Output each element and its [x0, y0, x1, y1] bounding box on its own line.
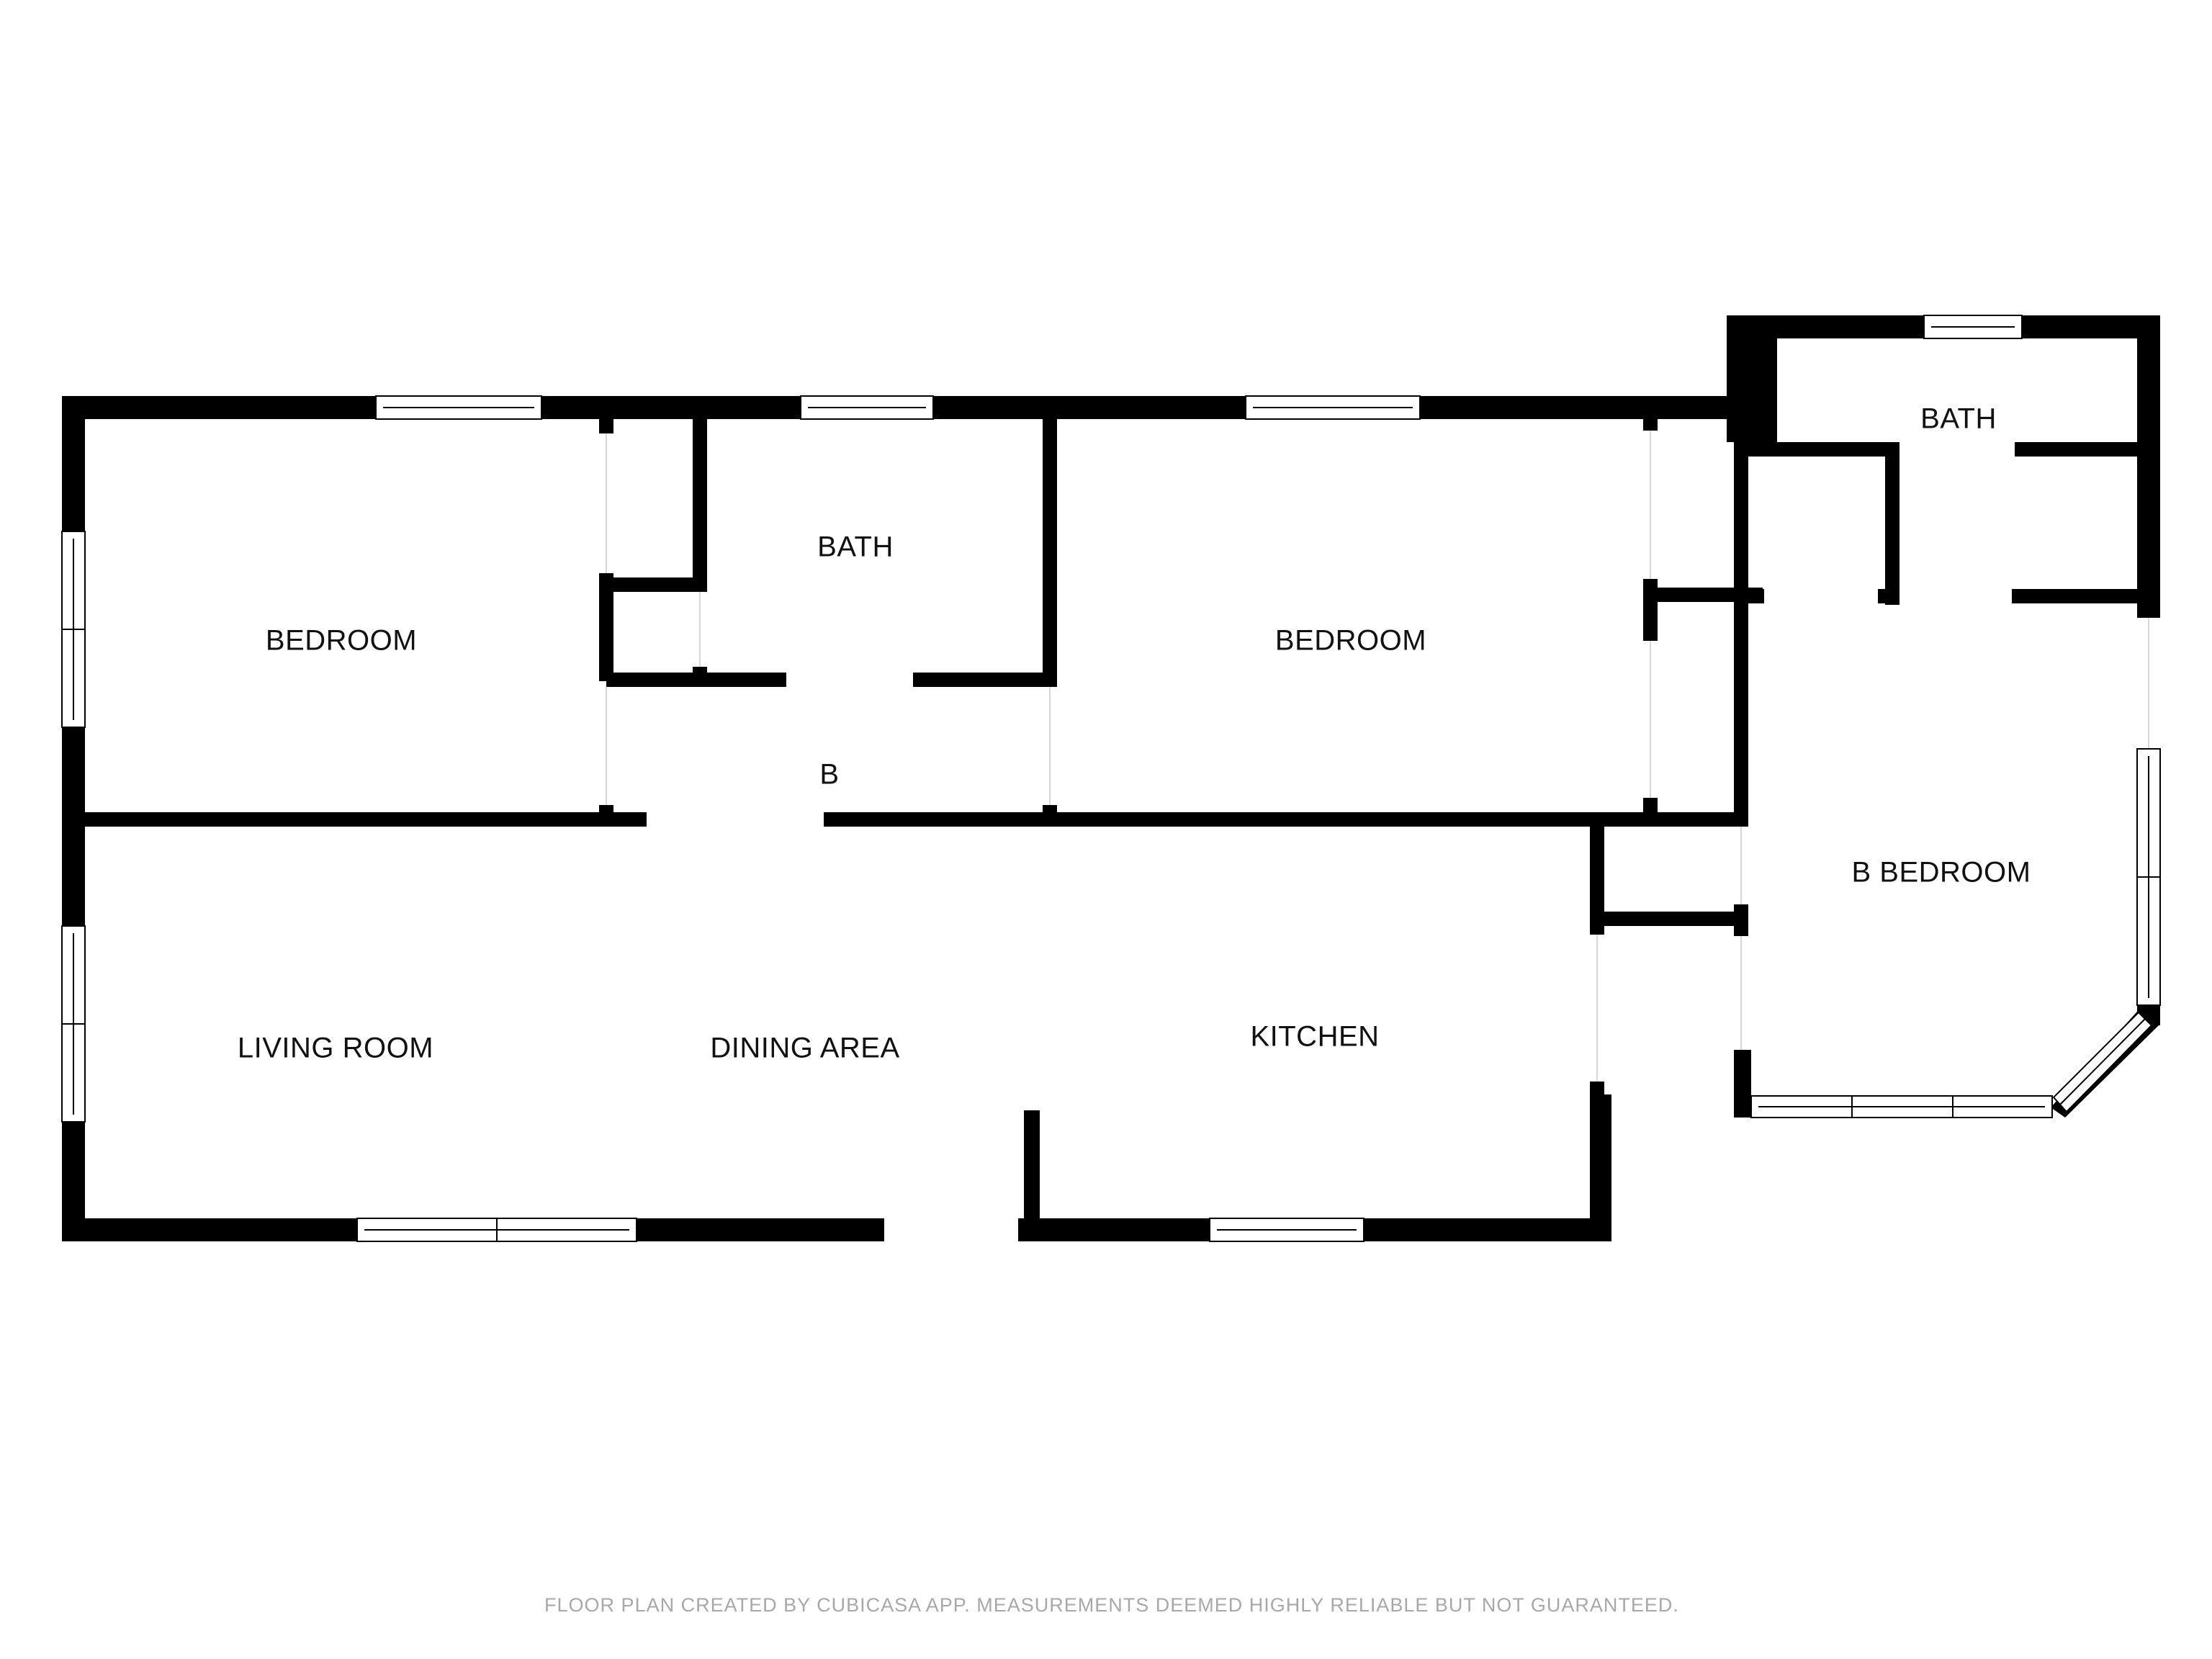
- wall-rbath-bottom-left: [1748, 589, 1764, 603]
- label-bedroom-right: B BEDROOM: [1852, 857, 2031, 889]
- wall-closet-center-bottom: [1643, 798, 1658, 815]
- wall-closet-right: [693, 419, 707, 592]
- wall-bath-right: [1043, 419, 1057, 687]
- wing-wall-corner-block: [1727, 315, 1777, 442]
- window-top-bedroom-left: [375, 395, 542, 420]
- windows: [61, 315, 2161, 1242]
- wall-bath-bottom-right: [913, 673, 1057, 687]
- label-living-room: LIVING ROOM: [238, 1033, 433, 1064]
- wall-closet-center-top: [1643, 419, 1658, 431]
- door-front: [884, 1217, 1018, 1243]
- wall-closet-left: [599, 419, 613, 433]
- wall-closet-center-h: [1643, 588, 1763, 602]
- door-wing-closet: [1764, 588, 1878, 605]
- window-left-bedroom: [61, 531, 86, 728]
- exterior-wall-kitchen-right: [1590, 1094, 1611, 1241]
- label-dining-area: DINING AREA: [710, 1033, 899, 1064]
- door-kitchen-closet: [1611, 1093, 1728, 1118]
- wall-closet-center-right: [1734, 396, 1748, 827]
- window-bottom-kitchen: [1209, 1218, 1364, 1242]
- wall-dining-kitchen: [1024, 1110, 1040, 1226]
- wall-rbath-right-h: [2015, 442, 2144, 457]
- window-top-bedroom-center: [1245, 395, 1421, 420]
- window-left-living: [61, 925, 86, 1123]
- label-kitchen: KITCHEN: [1250, 1021, 1379, 1053]
- exterior-wall-bottom: [62, 1218, 1611, 1241]
- label-bedroom-center: BEDROOM: [1275, 625, 1426, 657]
- wall-bath-bottom-left: [606, 673, 786, 687]
- label-bath-top: BATH: [817, 531, 894, 563]
- door-bath-top: [786, 673, 913, 687]
- wall-kcloset-h: [1590, 912, 1748, 926]
- wall-closet-mid: [599, 577, 707, 592]
- window-bottom-living: [356, 1218, 637, 1242]
- door-rbath: [1901, 588, 2012, 605]
- wall-rbath-bottom-right: [2012, 589, 2144, 603]
- wall-hall-right-stub: [1043, 805, 1057, 815]
- wing-wall-left-bottom: [1734, 1050, 1751, 1118]
- wall-rbath-left-h: [1748, 442, 1899, 457]
- label-bedroom-left: BEDROOM: [266, 625, 417, 657]
- window-right-wing: [2136, 748, 2161, 1006]
- wing-wall-right-upper: [2137, 315, 2160, 618]
- window-top-bath: [800, 395, 934, 420]
- window-angled-wing: [2052, 1011, 2153, 1113]
- wall-middle-horizontal: [62, 812, 1748, 827]
- wall-closet-left-lower2: [599, 805, 613, 815]
- label-hall: B: [819, 759, 839, 791]
- window-bottom-wing: [1750, 1095, 2053, 1118]
- wall-kitchen-closet-left: [1590, 827, 1604, 935]
- window-top-rbath: [1923, 315, 2023, 339]
- label-bath-right: BATH: [1920, 403, 1997, 435]
- wall-rbath-left-v: [1885, 442, 1899, 605]
- openings: [606, 431, 2149, 1243]
- wall-kcloset-lower-stub: [1590, 1082, 1604, 1094]
- wall-rbath-bottom-mid: [1878, 589, 1899, 603]
- footer-disclaimer: FLOOR PLAN CREATED BY CUBICASA APP. MEAS…: [544, 1594, 1679, 1616]
- door-hall-living: [647, 811, 824, 828]
- wall-closet-left-lower: [599, 573, 613, 681]
- room-labels: BEDROOM BATH BEDROOM B BATH B BEDROOM LI…: [238, 403, 2031, 1064]
